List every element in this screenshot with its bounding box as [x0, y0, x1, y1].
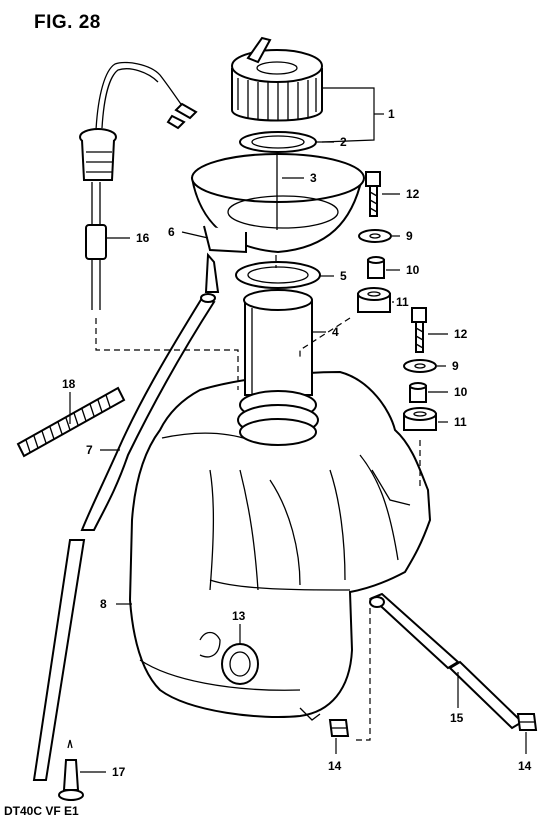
fuel-hose — [369, 592, 524, 730]
collar-lower — [409, 382, 427, 403]
callout-4: 4 — [332, 325, 339, 339]
hose-clamp-left — [328, 719, 350, 737]
callout-13: 13 — [232, 609, 246, 623]
callout-9-lower: 9 — [452, 359, 459, 373]
callout-7: 7 — [86, 443, 93, 457]
figure-code: DT40C VF E1 — [4, 804, 79, 818]
washer-lower — [403, 359, 437, 373]
fuel-tank — [128, 370, 432, 721]
collar-upper — [367, 256, 385, 279]
cushion-lower — [403, 407, 437, 431]
callout-10-lower: 10 — [454, 385, 468, 399]
callout-8: 8 — [100, 597, 107, 611]
callout-14-right: 14 — [518, 759, 532, 773]
bolt-lower — [411, 307, 427, 353]
callout-3: 3 — [310, 171, 317, 185]
fuel-cap — [231, 36, 323, 122]
callout-12-upper: 12 — [406, 187, 420, 201]
callout-17: 17 — [112, 765, 126, 779]
filler-neck — [237, 289, 319, 446]
vent-hose — [32, 293, 216, 781]
callout-2: 2 — [340, 135, 347, 149]
drain-plug — [58, 739, 84, 801]
cap-gasket — [239, 131, 317, 153]
callouts: 1 2 3 4 5 6 7 8 9 9 10 10 11 — [62, 87, 532, 779]
bolt-upper — [365, 171, 381, 217]
callout-16: 16 — [136, 231, 150, 245]
callout-12-lower: 12 — [454, 327, 468, 341]
grommet — [221, 643, 259, 685]
callout-9-upper: 9 — [406, 229, 413, 243]
breather-coil — [16, 386, 126, 458]
callout-5: 5 — [340, 269, 347, 283]
callout-11-lower: 11 — [454, 415, 467, 429]
callout-11-upper: 11 — [396, 295, 409, 309]
figure-title: FIG. 28 — [34, 12, 101, 33]
callout-6: 6 — [168, 225, 175, 239]
callout-1: 1 — [388, 107, 395, 121]
washer-upper — [358, 229, 392, 243]
callout-18: 18 — [62, 377, 76, 391]
callout-15: 15 — [450, 711, 464, 725]
level-sensor — [79, 61, 198, 310]
assembly-lines — [95, 255, 421, 741]
cushion-upper — [357, 287, 391, 313]
neck-seal — [235, 261, 321, 289]
hose-clamp-right — [516, 713, 538, 731]
callout-14-left: 14 — [328, 759, 342, 773]
callout-10-upper: 10 — [406, 263, 420, 277]
